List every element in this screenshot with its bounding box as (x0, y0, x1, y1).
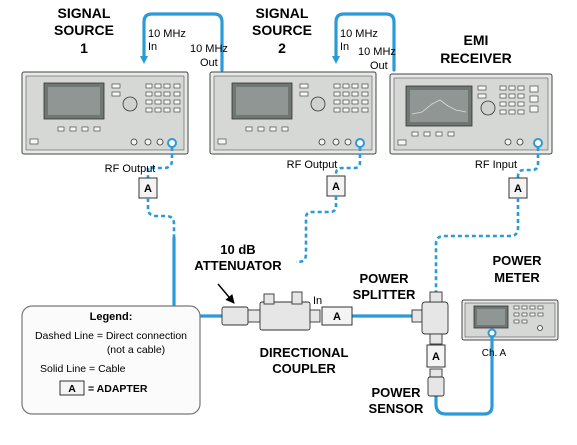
power-meter (461, 299, 559, 341)
source1-title-line3: 1 (80, 40, 88, 56)
ref-out-2-line1: 10 MHz (358, 46, 396, 58)
power-meter-port-label: Ch. A (482, 348, 507, 359)
source1-port-label: RF Output (105, 163, 156, 175)
power-meter-title-line2: METER (494, 270, 540, 285)
legend-title: Legend: (90, 311, 133, 323)
coupler-label-line1: DIRECTIONAL (260, 345, 349, 360)
power-sensor (427, 368, 445, 397)
ref-in-2-line1: 10 MHz (340, 28, 378, 40)
legend-dashed: Dashed Line = Direct connection (35, 330, 187, 342)
adapter-letter-source1: A (144, 183, 152, 195)
source2-title-line3: 2 (278, 40, 286, 56)
emi-receiver (389, 73, 553, 155)
source1-title-line2: SOURCE (54, 22, 114, 38)
ref-out-1-line2: Out (200, 57, 218, 69)
power-meter-title-line1: POWER (492, 253, 542, 268)
legend-adapter-text: = ADAPTER (88, 383, 148, 395)
legend-dashed-note: (not a cable) (107, 344, 165, 356)
signal-source-2 (209, 71, 377, 155)
coupler-in-label: In (313, 295, 322, 307)
sensor-label-line2: SENSOR (369, 401, 425, 416)
ref-in-1-line2: In (148, 41, 157, 53)
source2-adapter-direct (296, 196, 338, 264)
adapter-letter-source2: A (332, 181, 340, 193)
cable-source1-to-attenuator (172, 236, 224, 318)
adapter-letter-splitter: A (432, 351, 440, 363)
sensor-label-line1: POWER (371, 385, 421, 400)
legend-adapter-letter: A (68, 383, 76, 395)
receiver-title-line2: RECEIVER (440, 50, 512, 66)
power-splitter (411, 291, 449, 345)
adapter-splitter (426, 344, 446, 368)
adapter-letter-receiver: A (514, 183, 522, 195)
source1-adapter-direct (146, 198, 176, 238)
adapter-coupler (321, 306, 353, 326)
legend: Legend: Dashed Line = Direct connection … (21, 305, 201, 415)
ref-out-2-line2: Out (370, 60, 388, 72)
source2-rf-output-port (355, 138, 365, 148)
ref-cable-1 (140, 12, 224, 72)
ref-in-1-line1: 10 MHz (148, 28, 186, 40)
source2-direct-connection (334, 147, 362, 176)
receiver-port-label: RF Input (475, 159, 517, 171)
ref-cable-2 (332, 12, 396, 72)
receiver-title-line1: EMI (464, 32, 489, 48)
source1-rf-output-port (167, 138, 177, 148)
cable-sensor-to-meter (434, 335, 494, 416)
source1-title-line1: SIGNAL (58, 5, 111, 21)
splitter-label-line2: SPLITTER (353, 287, 416, 302)
splitter-label-line1: POWER (359, 271, 409, 286)
directional-coupler (247, 291, 321, 331)
adapter-letter-coupler: A (333, 311, 341, 323)
receiver-direct-connection (516, 147, 540, 178)
source2-port-label: RF Output (287, 159, 338, 171)
attenuator-label-line2: ATTENUATOR (194, 258, 282, 273)
receiver-rf-input-port (533, 138, 543, 148)
source2-title-line1: SIGNAL (256, 5, 309, 21)
attenuator-label-line1: 10 dB (220, 242, 255, 257)
ref-out-1-line1: 10 MHz (190, 43, 228, 55)
attenuator (221, 306, 249, 326)
attenuator-pointer-arrow (217, 283, 235, 304)
source2-title-line2: SOURCE (252, 22, 312, 38)
ref-in-2-line2: In (340, 41, 349, 53)
coupler-label-line2: COUPLER (272, 361, 336, 376)
signal-source-1 (21, 71, 189, 155)
legend-solid: Solid Line = Cable (40, 363, 126, 375)
